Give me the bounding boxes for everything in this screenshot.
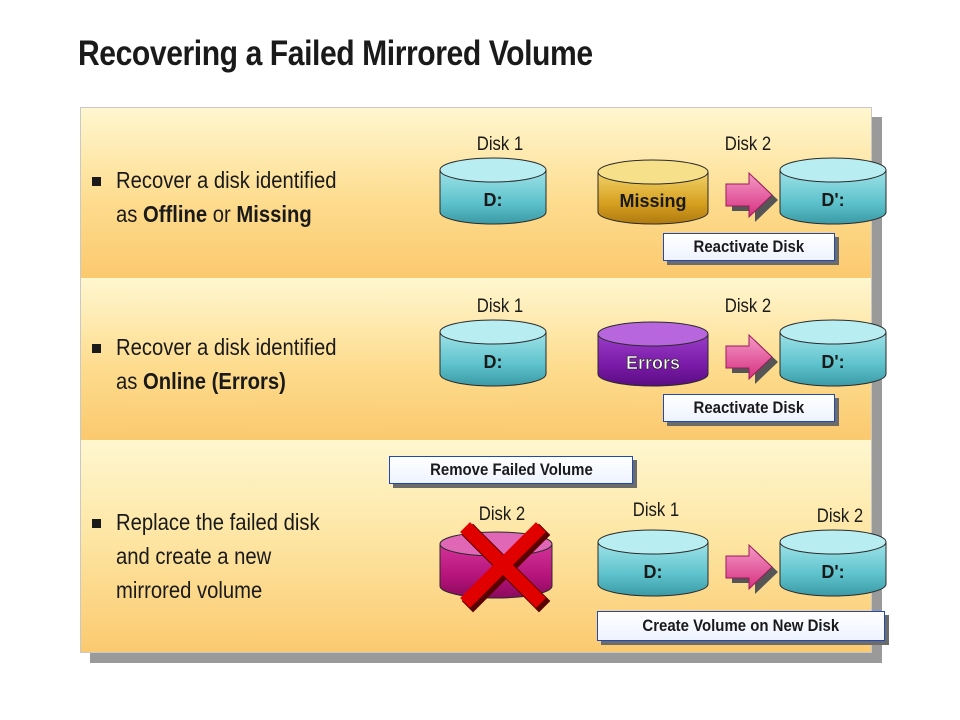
bullet-text: Recover a disk identified as Online (Err… bbox=[116, 330, 406, 398]
disk-label: Disk 2 bbox=[724, 134, 772, 155]
bullet-text: Recover a disk identified as Offline or … bbox=[116, 163, 406, 231]
page-title: Recovering a Failed Mirrored Volume bbox=[78, 34, 593, 73]
reactivate-disk-button[interactable]: Reactivate Disk bbox=[663, 394, 835, 422]
bullet-line: mirrored volume bbox=[116, 577, 263, 603]
create-volume-button[interactable]: Create Volume on New Disk bbox=[597, 611, 885, 641]
bullet-line: as Online (Errors) bbox=[116, 368, 286, 394]
bullet-line: Recover a disk identified bbox=[116, 334, 337, 360]
bullet-line: Recover a disk identified bbox=[116, 167, 337, 193]
remove-failed-volume-button[interactable]: Remove Failed Volume bbox=[389, 456, 633, 484]
disk-label: Disk 1 bbox=[476, 296, 524, 317]
disk-label: Disk 2 bbox=[816, 506, 864, 527]
disk-label: Disk 2 bbox=[478, 504, 526, 525]
bullet-marker bbox=[92, 519, 101, 528]
bullet-marker bbox=[92, 344, 101, 353]
bullet-line: as Offline or Missing bbox=[116, 201, 312, 227]
disk-label: Disk 1 bbox=[632, 500, 680, 521]
reactivate-disk-button[interactable]: Reactivate Disk bbox=[663, 233, 835, 261]
bullet-text: Replace the failed disk and create a new… bbox=[116, 505, 406, 607]
bullet-line: and create a new bbox=[116, 543, 272, 569]
bullet-line: Replace the failed disk bbox=[116, 509, 320, 535]
bullet-marker bbox=[92, 177, 101, 186]
disk-label: Disk 2 bbox=[724, 296, 772, 317]
disk-label: Disk 1 bbox=[476, 134, 524, 155]
